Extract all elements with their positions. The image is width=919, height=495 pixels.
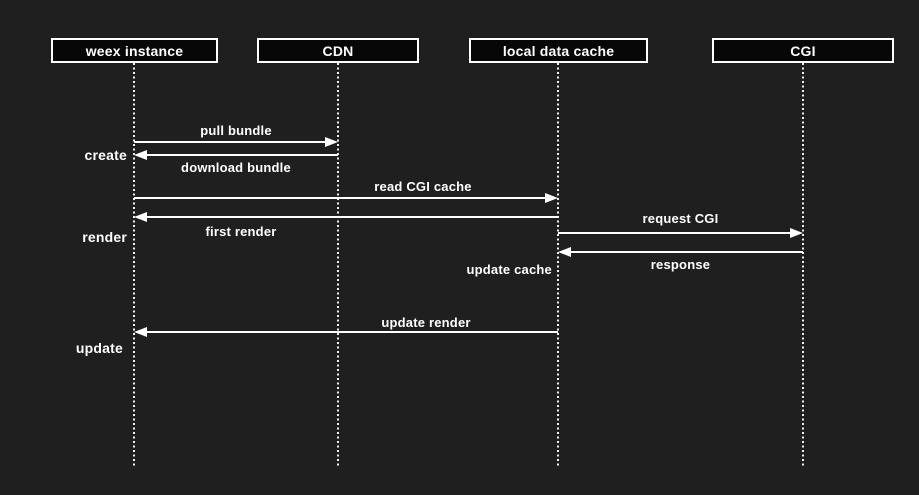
actor-box-weex-instance: weex instance	[51, 38, 218, 63]
message-arrow-first-render	[134, 212, 558, 222]
phase-label-update: update	[75, 340, 123, 356]
message-arrow-pull-bundle	[134, 137, 338, 147]
actor-label: CDN	[322, 42, 354, 59]
message-label-update-render: update render	[381, 315, 471, 330]
message-line	[134, 141, 327, 143]
lifeline-cgi	[802, 63, 804, 467]
message-arrow-read-cgi-cache	[134, 193, 558, 203]
message-label-request-cgi: request CGI	[642, 211, 719, 226]
message-label-first-render: first render	[205, 224, 277, 239]
note-update-cache: update cache	[466, 262, 552, 277]
arrowhead-left-icon	[134, 212, 147, 222]
message-label-pull-bundle: pull bundle	[200, 123, 272, 138]
message-label-read-cgi-cache: read CGI cache	[374, 179, 472, 194]
message-line	[134, 197, 547, 199]
message-label-download-bundle: download bundle	[181, 160, 291, 175]
actor-label: weex instance	[85, 42, 184, 59]
phase-label-create: create	[84, 147, 127, 163]
arrowhead-left-icon	[134, 150, 147, 160]
lifeline-local-data-cache	[557, 63, 559, 467]
arrowhead-left-icon	[558, 247, 571, 257]
arrowhead-left-icon	[134, 327, 147, 337]
message-arrow-download-bundle	[134, 150, 338, 160]
message-line	[145, 216, 558, 218]
actor-box-local-data-cache: local data cache	[469, 38, 648, 63]
arrowhead-right-icon	[545, 193, 558, 203]
lifeline-cdn	[337, 63, 339, 467]
message-arrow-update-render	[134, 327, 558, 337]
actor-label: CGI	[790, 42, 816, 59]
message-line	[145, 331, 558, 333]
actor-box-cgi: CGI	[712, 38, 894, 63]
arrowhead-right-icon	[325, 137, 338, 147]
actor-box-cdn: CDN	[257, 38, 419, 63]
actor-label: local data cache	[502, 42, 615, 59]
message-label-response: response	[650, 257, 711, 272]
message-arrow-request-cgi	[558, 228, 803, 238]
message-line	[569, 251, 803, 253]
message-line	[558, 232, 792, 234]
lifeline-weex-instance	[133, 63, 135, 467]
message-arrow-response	[558, 247, 803, 257]
arrowhead-right-icon	[790, 228, 803, 238]
phase-label-render: render	[82, 229, 127, 245]
message-line	[145, 154, 338, 156]
